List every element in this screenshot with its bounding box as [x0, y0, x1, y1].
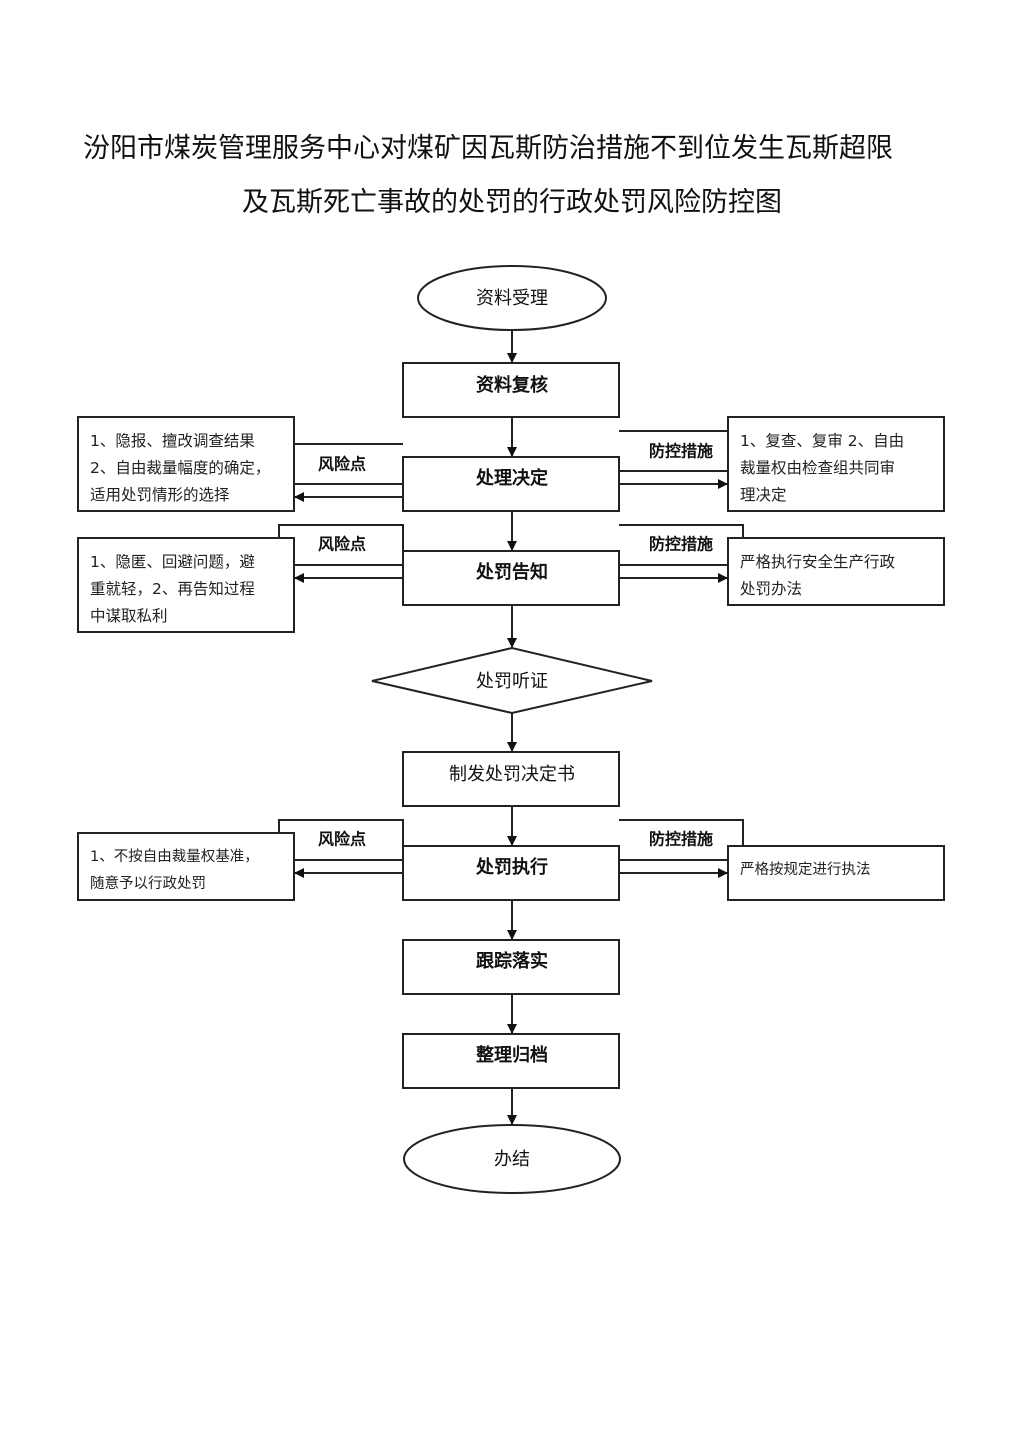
hearing-diamond-shape [371, 646, 653, 715]
node-issue: 制发处罚决定书 [449, 764, 575, 785]
end-terminal-shape [403, 1124, 621, 1194]
control-note-decision-line: 1、复查、复审 2、自由 [740, 432, 905, 450]
control-note-notice: 严格执行安全生产行政 处罚办法 [730, 545, 944, 607]
control-box-execute-shape [727, 845, 945, 901]
risk-note-decision-line: 2、自由裁量幅度的确定， [90, 459, 271, 477]
control-label-execute: 防控措施 [649, 830, 713, 849]
risk-tab-top-execute [278, 819, 404, 846]
node-track: 跟踪落实 [476, 950, 548, 972]
risk-note-notice-line: 1、隐匿、回避问题，避 [90, 553, 255, 571]
risk-note-notice: 1、隐匿、回避问题，避 重就轻，2、再告知过程 中谋取私利 [80, 545, 294, 634]
risk-box-decision-shape [77, 416, 295, 512]
control-label-decision: 防控措施 [649, 442, 713, 461]
node-decision: 处理决定 [475, 467, 548, 489]
risk-label-notice: 风险点 [318, 535, 366, 554]
control-note-notice-line: 处罚办法 [740, 580, 803, 598]
control-note-execute-line: 严格按规定进行执法 [740, 862, 871, 878]
control-box-decision-shape [727, 416, 945, 512]
control-note-decision-line: 理决定 [740, 486, 787, 504]
control-note-execute: 严格按规定进行执法 [730, 853, 944, 888]
node-notice: 处罚告知 [475, 561, 548, 583]
risk-note-notice-line: 重就轻，2、再告知过程 [90, 580, 255, 598]
page-title-line-1: 汾阳市煤炭管理服务中心对煤矿因瓦斯防治措施不到位发生瓦斯超限 [83, 133, 893, 164]
risk-box-execute-shape [77, 832, 295, 901]
control-box-notice-shape [727, 537, 945, 606]
control-note-decision: 1、复查、复审 2、自由 裁量权由检查组共同审 理决定 [730, 424, 944, 513]
risk-label-execute: 风险点 [318, 830, 366, 849]
risk-note-execute-line: 随意予以行政处罚 [90, 876, 206, 892]
node-hearing: 处罚听证 [476, 671, 548, 692]
control-note-notice-line: 严格执行安全生产行政 [740, 553, 896, 571]
control-tab-top-execute [619, 819, 744, 846]
risk-note-notice-line: 中谋取私利 [90, 607, 168, 625]
node-review: 资料复核 [476, 374, 548, 396]
node-end: 办结 [494, 1149, 530, 1170]
control-note-decision-line: 裁量权由检查组共同审 [740, 459, 896, 477]
node-start: 资料受理 [476, 288, 548, 309]
risk-note-execute: 1、不按自由裁量权基准， 随意予以行政处罚 [80, 840, 294, 902]
risk-note-decision: 1、隐报、擅改调查结果 2、自由裁量幅度的确定， 适用处罚情形的选择 [80, 424, 294, 513]
page-title-line-2: 及瓦斯死亡事故的处罚的行政处罚风险防控图 [242, 187, 782, 218]
control-label-notice: 防控措施 [649, 535, 713, 554]
node-archive: 整理归档 [475, 1044, 548, 1066]
risk-note-execute-line: 1、不按自由裁量权基准， [90, 849, 259, 865]
risk-note-decision-line: 1、隐报、擅改调查结果 [90, 432, 255, 450]
risk-label-decision: 风险点 [318, 455, 366, 474]
node-execute: 处罚执行 [475, 856, 548, 878]
risk-note-decision-line: 适用处罚情形的选择 [90, 486, 230, 504]
risk-box-notice-shape [77, 537, 295, 633]
risk-tab-top-notice [278, 524, 404, 551]
control-tab-top-notice [619, 524, 744, 538]
